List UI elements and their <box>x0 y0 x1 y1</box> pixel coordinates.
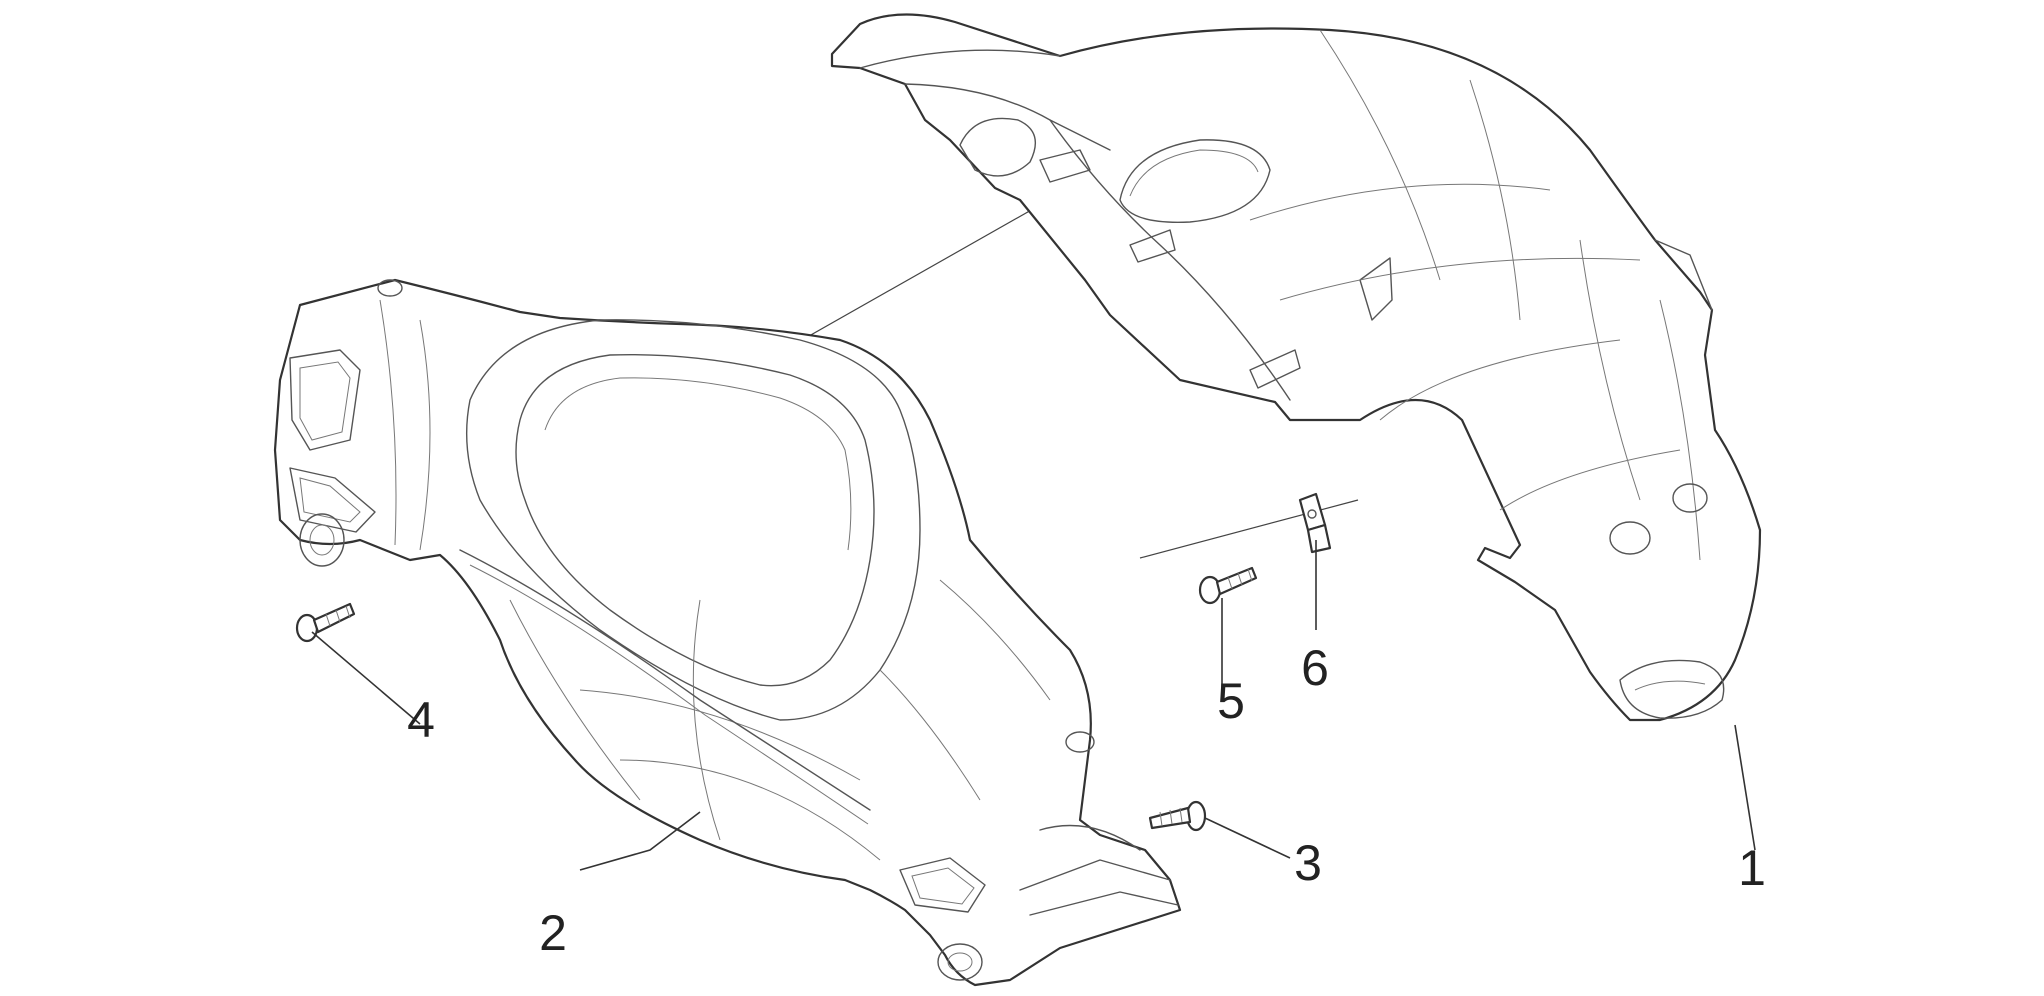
screw-part-5 <box>1198 566 1258 605</box>
screw-part-4 <box>295 602 356 643</box>
callout-5: 5 <box>1217 673 1245 729</box>
leader-line-4 <box>311 631 421 725</box>
callout-4: 4 <box>407 692 435 748</box>
callout-2: 2 <box>539 905 567 961</box>
screw-part-3 <box>1148 800 1207 832</box>
rear-handlebar-cover-part-1 <box>830 13 1762 722</box>
leader-line-1 <box>1734 724 1756 851</box>
leader-line-3 <box>1204 817 1291 859</box>
callout-6: 6 <box>1301 640 1329 696</box>
callout-3: 3 <box>1294 835 1322 891</box>
leader-line-2 <box>579 811 701 871</box>
clip-nut-part-6 <box>1298 492 1332 554</box>
callout-1: 1 <box>1738 840 1766 896</box>
front-handlebar-cover-part-2 <box>273 278 1182 987</box>
